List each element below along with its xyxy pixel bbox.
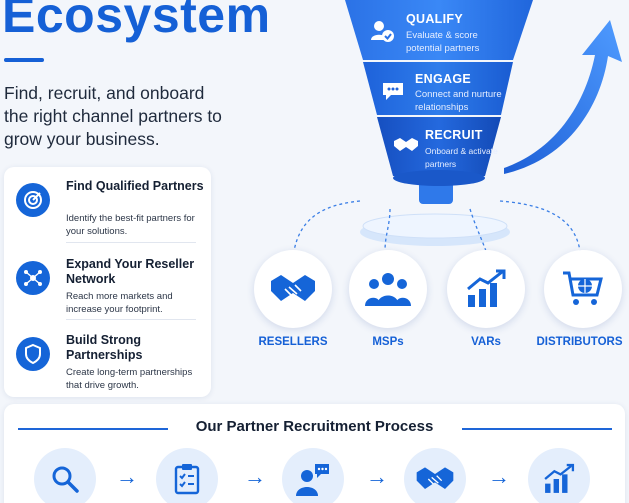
divider [66, 319, 196, 320]
benefit-title: Build Strong Partnerships [66, 333, 143, 362]
funnel-stage-desc: Connect and nurture [415, 89, 502, 100]
process-step-recruit [404, 448, 466, 503]
partner-label: VARs [471, 336, 501, 348]
partner-distributors [544, 250, 622, 328]
page-title: Ecosystem [2, 0, 271, 43]
process-step-grow [528, 448, 590, 503]
partner-vars [447, 250, 525, 328]
partner-label: DISTRIBUTORS [536, 336, 623, 348]
shield-icon [16, 337, 50, 371]
benefit-desc: Reach more markets and increase your foo… [66, 291, 173, 315]
team-icon [365, 273, 411, 306]
person-chat-icon [296, 464, 329, 496]
funnel-graphic [345, 0, 533, 246]
benefit-find-qualified-partners: Find Qualified Partners Identify the bes… [4, 167, 211, 237]
handshake-icon [394, 138, 418, 151]
network-icon [16, 261, 50, 295]
process-step-search [34, 448, 96, 503]
process-arrow: → [366, 464, 388, 489]
chat-icon [383, 83, 403, 100]
handshake-icon [271, 275, 315, 301]
process-arrow: → [116, 464, 138, 489]
funnel-stage-desc: partners [425, 159, 457, 169]
target-icon [16, 183, 50, 217]
handshake-icon [416, 467, 454, 489]
funnel-stage-desc: relationships [415, 102, 469, 113]
divider [66, 242, 196, 243]
growth-chart-icon [467, 269, 506, 307]
growth-chart-icon [544, 463, 575, 493]
checklist-icon [174, 464, 200, 495]
funnel-stage-desc: Evaluate & score [406, 30, 478, 41]
title-underline [4, 58, 44, 62]
benefit-build-partnerships: Build Strong Partnerships Create long-te… [4, 321, 211, 391]
partner-label: MSPs [372, 336, 404, 348]
funnel-stage-desc: Onboard & activate [425, 146, 498, 156]
benefit-title: Expand Your Reseller Network [66, 257, 195, 286]
search-icon [52, 466, 79, 493]
benefit-desc: Identify the best-fit partners for your … [66, 213, 195, 237]
process-panel: Our Partner Recruitment Process → → → → [4, 404, 625, 503]
funnel-stage-title: RECRUIT [425, 128, 483, 142]
process-step-evaluate [156, 448, 218, 503]
process-title: Our Partner Recruitment Process [195, 418, 434, 435]
partner-msps [349, 250, 427, 328]
partner-resellers [254, 250, 332, 328]
benefit-desc: Create long-term partnerships that drive… [66, 367, 193, 391]
partner-label: RESELLERS [258, 336, 328, 348]
process-step-engage [282, 448, 344, 503]
divider [18, 428, 168, 430]
user-check-icon [371, 21, 394, 42]
benefit-expand-network: Expand Your Reseller Network Reach more … [4, 245, 211, 315]
growth-arrow-icon [504, 20, 622, 174]
funnel-stage-title: QUALIFY [406, 12, 463, 26]
process-arrow: → [488, 464, 510, 489]
funnel-stage-desc: potential partners [406, 43, 480, 54]
process-arrow: → [244, 464, 266, 489]
benefit-title: Find Qualified Partners [66, 179, 204, 193]
benefits-card: Find Qualified Partners Identify the bes… [4, 167, 211, 397]
tagline: Find, recruit, and onboard the right cha… [4, 83, 222, 149]
divider [462, 428, 612, 430]
cart-globe-icon [563, 271, 603, 305]
funnel-stage-title: ENGAGE [415, 72, 471, 86]
connector-lines [293, 200, 581, 252]
